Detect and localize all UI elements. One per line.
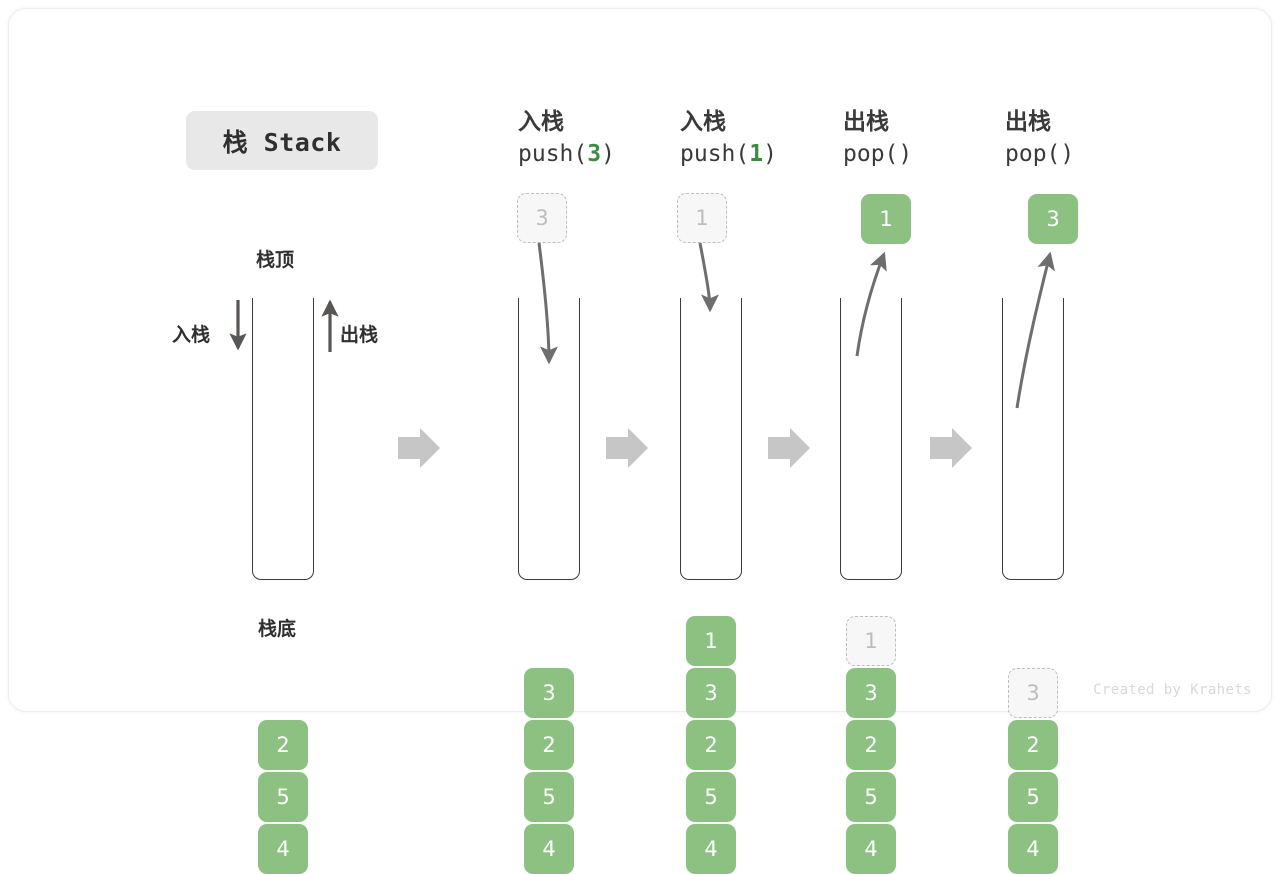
stack-walls	[518, 298, 580, 580]
pending-push-cell: 3	[517, 193, 567, 243]
code-suffix: )	[898, 141, 913, 167]
column-header-pop3: 出栈 pop()	[1005, 107, 1185, 171]
stack-cell: 3	[524, 668, 574, 718]
code-suffix: )	[1060, 141, 1075, 167]
column-header-cn: 出栈	[1005, 109, 1051, 135]
stack-cell: 2	[846, 720, 896, 770]
column-header-push1: 入栈 push(1)	[680, 107, 860, 171]
column-header-cn: 入栈	[680, 109, 726, 135]
popped-cell: 1	[861, 194, 911, 244]
stack-cell: 2	[1008, 720, 1058, 770]
stack-cell: 3	[846, 668, 896, 718]
stack-cell: 2	[686, 720, 736, 770]
stack-cell: 2	[258, 720, 308, 770]
stack-top-label: 栈顶	[256, 249, 295, 271]
stack-cell: 4	[258, 824, 308, 874]
diagram-canvas: 栈 Stack 栈顶 栈底 入栈 出栈 2 5 4 入栈 push(3) 3 3…	[8, 8, 1272, 874]
code-suffix: )	[763, 141, 777, 167]
code-prefix: pop(	[843, 141, 899, 167]
stack-cell: 4	[686, 824, 736, 874]
stack-cell: 1	[686, 616, 736, 666]
popped-cell: 3	[1028, 194, 1078, 244]
stack-walls	[252, 298, 314, 580]
column-header-code: push(1)	[680, 137, 860, 171]
column-header-cn: 出栈	[843, 109, 889, 135]
pending-push-cell: 1	[677, 193, 727, 243]
stack-cell: 4	[524, 824, 574, 874]
removed-cell: 3	[1008, 668, 1058, 718]
column-header-code: push(3)	[518, 137, 698, 171]
stack-cell: 5	[258, 772, 308, 822]
push-direction-label: 入栈	[172, 324, 211, 346]
code-prefix: push(	[680, 141, 750, 167]
pop-direction-label: 出栈	[340, 324, 379, 346]
stack-cell: 4	[1008, 824, 1058, 874]
column-header-code: pop()	[843, 137, 1023, 171]
stack-cell: 2	[524, 720, 574, 770]
code-argument: 1	[749, 141, 764, 167]
stack-cell: 5	[686, 772, 736, 822]
code-prefix: push(	[518, 141, 588, 167]
code-argument: 3	[587, 141, 602, 167]
stack-walls	[840, 298, 902, 580]
stack-cell: 5	[846, 772, 896, 822]
stack-cell: 5	[1008, 772, 1058, 822]
code-prefix: pop(	[1005, 141, 1061, 167]
stack-walls	[680, 298, 742, 580]
removed-cell: 1	[846, 616, 896, 666]
column-header-code: pop()	[1005, 137, 1185, 171]
stack-cell: 5	[524, 772, 574, 822]
stack-bottom-label: 栈底	[258, 618, 297, 640]
stack-walls	[1002, 298, 1064, 580]
diagram-title: 栈 Stack	[186, 111, 378, 170]
stack-cell: 4	[846, 824, 896, 874]
stack-cell: 3	[686, 668, 736, 718]
watermark: Created by Krahets	[1093, 682, 1252, 698]
column-header-cn: 入栈	[518, 109, 564, 135]
column-header-push3: 入栈 push(3)	[518, 107, 698, 171]
column-header-pop1: 出栈 pop()	[843, 107, 1023, 171]
code-suffix: )	[601, 141, 615, 167]
